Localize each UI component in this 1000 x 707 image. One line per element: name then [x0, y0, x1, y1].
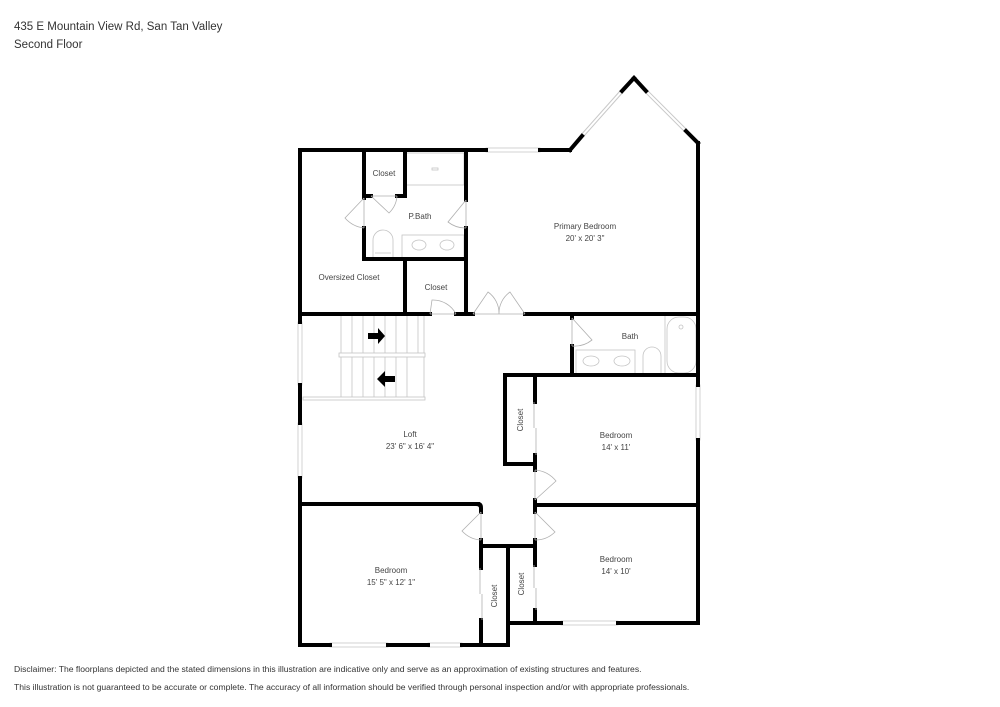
toilet-icon — [642, 346, 662, 375]
sink-icon — [411, 239, 427, 251]
door-closet-mid[interactable] — [429, 299, 457, 315]
room-bedroom-right-lower-dims: 14' x 10' — [601, 567, 631, 576]
room-loft-dims: 23' 6" x 16' 4" — [386, 442, 434, 451]
doors — [344, 195, 593, 620]
door-bedroom-right-upper[interactable] — [534, 469, 557, 501]
room-loft: Loft — [403, 430, 417, 439]
arrow-right-icon — [368, 328, 385, 344]
door-closet-top[interactable] — [370, 195, 398, 214]
door-bedroom-right-lower[interactable] — [534, 511, 556, 541]
sink-icon — [613, 355, 631, 367]
room-bedroom-right-upper-dims: 14' x 11' — [602, 443, 631, 452]
room-closet-lower-b: Closet — [517, 572, 526, 595]
room-closet-lower-a: Closet — [490, 584, 499, 607]
window — [329, 642, 389, 648]
room-primary-bedroom: Primary Bedroom — [554, 222, 617, 231]
walls — [298, 75, 701, 647]
room-bath: Bath — [622, 332, 638, 341]
door-primary-bedroom[interactable] — [472, 291, 526, 315]
window — [485, 147, 541, 153]
room-pbath: P.Bath — [409, 212, 432, 221]
windows — [297, 147, 701, 648]
window — [695, 384, 701, 441]
arrow-left-icon — [377, 371, 395, 387]
fixtures — [372, 152, 697, 375]
shower-drain-icon — [431, 167, 439, 171]
room-closet-mid: Closet — [425, 283, 448, 292]
room-closet-loft: Closet — [516, 408, 525, 431]
door-bedroom-left-lower[interactable] — [461, 511, 482, 541]
disclaimer-line-1: Disclaimer: The floorplans depicted and … — [14, 664, 642, 674]
staircase — [302, 314, 426, 401]
window — [297, 321, 303, 386]
door-pbath[interactable] — [447, 199, 467, 229]
sink-icon — [439, 239, 455, 251]
door-bath[interactable] — [571, 317, 593, 347]
window — [560, 620, 619, 626]
address-title: 435 E Mountain View Rd, San Tan Valley — [14, 21, 223, 33]
sink-icon — [582, 355, 600, 367]
room-primary-bedroom-dims: 20' x 20' 3" — [566, 234, 605, 243]
room-bedroom-left-lower: Bedroom — [375, 566, 408, 575]
shower-icon — [404, 152, 465, 186]
vanity-icon — [575, 349, 636, 375]
room-bedroom-right-lower: Bedroom — [600, 555, 633, 564]
stair-landing — [338, 352, 426, 358]
room-closet-top: Closet — [373, 169, 396, 178]
floor-label: Second Floor — [14, 39, 83, 51]
door-oversized-closet[interactable] — [344, 197, 365, 229]
vanity-icon — [401, 234, 465, 259]
room-bedroom-left-lower-dims: 15' 5" x 12' 1" — [367, 578, 415, 587]
window — [427, 642, 463, 648]
toilet-icon — [372, 229, 394, 259]
disclaimer-line-2: This illustration is not guaranteed to b… — [14, 682, 690, 692]
window — [297, 422, 303, 479]
room-oversized-closet: Oversized Closet — [319, 273, 381, 282]
room-bedroom-right-upper: Bedroom — [600, 431, 633, 440]
